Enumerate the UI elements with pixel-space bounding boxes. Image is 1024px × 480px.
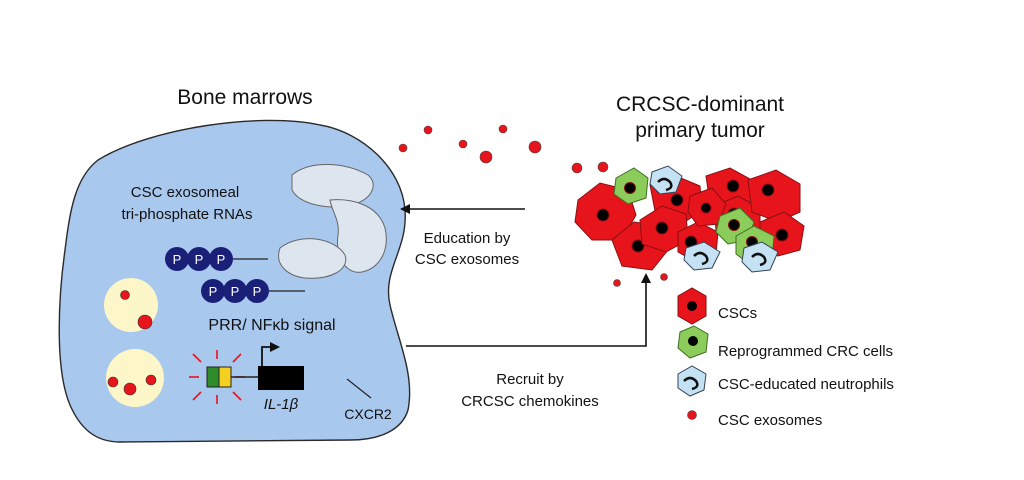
p-letter: P (173, 252, 182, 267)
il1b-gene-box (258, 366, 304, 390)
primary-tumor-cluster (574, 165, 805, 273)
legend-icon-csc (677, 287, 707, 325)
il1b-gene-label: IL-1β (264, 396, 299, 413)
reprogrammed-cell (613, 167, 649, 205)
neutrophil-cell (649, 165, 683, 195)
legend-icon-reprogrammed (677, 325, 709, 359)
legend-icon-exosome (687, 410, 697, 420)
neutrophil-cell (741, 241, 779, 273)
recruit-label-line2: CRCSC chemokines (461, 393, 599, 410)
p-circle (223, 279, 247, 303)
exosome-vesicle-2 (106, 349, 164, 407)
legend-label-neutrophils: CSC-educated neutrophils (718, 376, 894, 393)
transcription-arrow (261, 342, 280, 367)
promoter-green-box (206, 366, 220, 388)
exosome-dot (597, 161, 609, 173)
bone-fragment-top (291, 164, 374, 208)
p-circle (245, 279, 269, 303)
exosome-dot (458, 139, 468, 149)
p-letter: P (253, 284, 262, 299)
exosome-dot (145, 374, 157, 386)
csc-cell (747, 169, 801, 223)
triphosphate-rna-1: P P P (165, 247, 268, 271)
exosome-dot (613, 279, 621, 287)
p-circle (209, 247, 233, 271)
legend-icon-neutrophil (677, 365, 707, 397)
rna-label-line1: CSC exosomeal (131, 184, 239, 201)
cxcr2-label: CXCR2 (344, 406, 392, 422)
tumor-title-line1: CRCSC-dominant (616, 93, 784, 116)
legend-label-csc: CSCs (718, 305, 757, 322)
tumor-title-line2: primary tumor (635, 119, 765, 142)
cxcr2-pointer (346, 378, 372, 399)
exosome-dot (660, 273, 668, 281)
p-letter: P (231, 284, 240, 299)
legend: CSCs Reprogrammed CRC cells CSC-educated… (677, 287, 894, 429)
education-label-line2: CSC exosomes (415, 251, 519, 268)
p-letter: P (195, 252, 204, 267)
exosome-dot (137, 314, 153, 330)
p-circle (201, 279, 225, 303)
bone-fragment-bottom (278, 238, 347, 279)
exosome-vesicle-1 (104, 278, 158, 332)
exosome-dot (528, 140, 542, 154)
exosome-dot (479, 150, 493, 164)
triphosphate-rna-2: P P P (201, 279, 305, 303)
p-circle (165, 247, 189, 271)
recruit-arrow (406, 273, 651, 347)
promoter-yellow-box (218, 366, 232, 388)
exosome-dot (423, 125, 433, 135)
legend-label-exosomes: CSC exosomes (718, 412, 822, 429)
bone-marrow-title: Bone marrows (177, 86, 312, 109)
rna-label-line2: tri-phosphate RNAs (122, 206, 253, 223)
signal-label: PRR/ NFκb signal (208, 317, 335, 334)
neutrophil-cell (683, 241, 721, 271)
p-circle (187, 247, 211, 271)
exosome-dot (123, 382, 137, 396)
exosome-dot (498, 124, 508, 134)
csc-cell (639, 205, 689, 253)
recruit-label-line1: Recruit by (496, 371, 564, 388)
exosome-dot (120, 290, 130, 300)
legend-label-reprogrammed: Reprogrammed CRC cells (718, 343, 893, 360)
floating-exosomes (398, 124, 668, 287)
p-letter: P (209, 284, 218, 299)
exosome-dot (571, 162, 583, 174)
exosome-dot (107, 376, 119, 388)
education-label-line1: Education by (424, 230, 511, 247)
exosome-dot (398, 143, 408, 153)
p-letter: P (217, 252, 226, 267)
